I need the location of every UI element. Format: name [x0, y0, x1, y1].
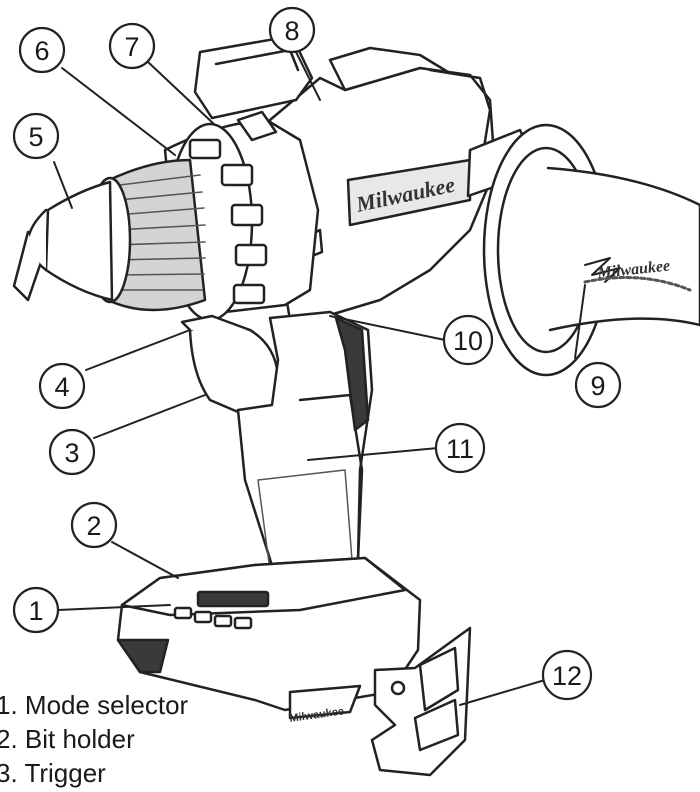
callout-11: 11 [446, 434, 474, 464]
callout-12: 12 [552, 661, 582, 691]
legend-item-trigger: 3. Trigger [0, 758, 106, 788]
callout-8: 8 [284, 16, 299, 46]
callout-6: 6 [34, 36, 49, 66]
legend-item-bit-holder: 2. Bit holder [0, 724, 135, 754]
chuck [12, 158, 207, 312]
callout-3: 3 [64, 438, 79, 468]
trigger-part [180, 314, 280, 414]
belt-clip [370, 626, 472, 777]
legend-item-mode-selector: 1. Mode selector [0, 690, 189, 720]
callout-circles [12, 6, 622, 701]
callout-9: 9 [590, 371, 605, 401]
side-handle [466, 123, 700, 377]
callout-5: 5 [28, 122, 43, 152]
battery-base [116, 556, 422, 720]
callout-7: 7 [124, 32, 139, 62]
callout-4: 4 [54, 372, 69, 402]
callout-2: 2 [86, 511, 101, 541]
callout-10: 10 [453, 326, 483, 356]
leader-lines [53, 51, 586, 706]
parts-legend: 1. Mode selector 2. Bit holder 3. Trigge… [0, 688, 276, 790]
callout-1: 1 [28, 596, 43, 626]
